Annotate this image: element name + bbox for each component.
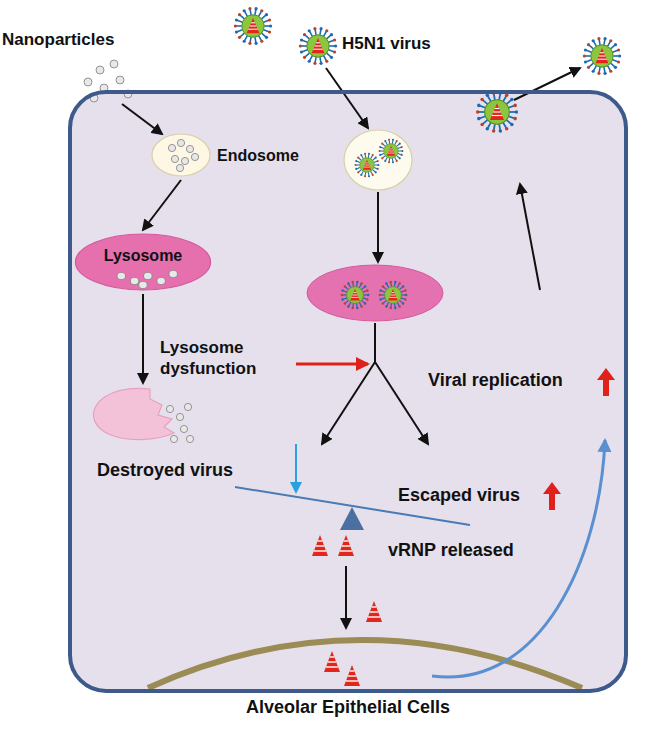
flow-arrow xyxy=(143,180,181,230)
uptake-arrow xyxy=(122,104,162,134)
node-label: Endosome xyxy=(217,146,299,165)
fork-stem xyxy=(374,323,376,362)
vrnp xyxy=(344,665,360,686)
annotation-label: Escaped virus xyxy=(398,485,520,507)
virus xyxy=(234,7,272,45)
endosome: Endosome xyxy=(150,132,212,178)
increase-arrow xyxy=(597,368,615,396)
assembly-arrow xyxy=(520,184,540,290)
lysosome: Lysosome xyxy=(73,232,213,292)
node-label: Lysosome xyxy=(73,246,213,265)
annotation-label: vRNP released xyxy=(388,540,514,562)
vrnp xyxy=(366,601,382,622)
entry-arrow xyxy=(326,68,368,128)
trafficking-arrow xyxy=(377,192,379,262)
cell-cytoplasm xyxy=(70,92,626,691)
flow-arrow xyxy=(142,294,144,383)
fork-arrow xyxy=(375,362,428,444)
virus xyxy=(379,139,404,164)
virus xyxy=(583,37,621,75)
increase-arrow xyxy=(543,482,561,510)
annotation-label: Destroyed virus xyxy=(97,460,233,482)
vrnp xyxy=(338,535,354,556)
balance-fulcrum xyxy=(340,507,364,530)
annotation-label: H5N1 virus xyxy=(342,34,431,54)
fork-arrow xyxy=(322,362,375,444)
damaged-lysosome-shape xyxy=(90,385,196,445)
budding-virus xyxy=(476,91,518,133)
influence-arrow xyxy=(296,363,368,366)
virus xyxy=(341,281,370,309)
virus xyxy=(299,27,337,65)
annotation-label: Viral replication xyxy=(428,370,563,392)
virus xyxy=(379,281,408,309)
virus-endosome xyxy=(344,130,412,190)
vrnp xyxy=(312,535,328,556)
endosome-shape xyxy=(150,132,212,178)
virus xyxy=(355,153,380,178)
damaged-lysosome: Lysosome dysfunction xyxy=(90,385,196,445)
node-label: Lysosome dysfunction xyxy=(160,338,290,379)
annotation-label: Nanoparticles xyxy=(2,30,114,50)
nanoparticles xyxy=(84,60,132,102)
import-arrow xyxy=(345,566,347,628)
nucleus-membrane xyxy=(148,640,582,688)
vrnp xyxy=(324,651,340,672)
virus-lysosome xyxy=(307,265,443,321)
decrease-arrow xyxy=(295,444,297,492)
cell-outline: Alveolar Epithelial CellsEndosomeLysosom… xyxy=(68,90,628,693)
release-arrow xyxy=(514,68,580,100)
node-label: Alveolar Epithelial Cells xyxy=(72,697,624,719)
